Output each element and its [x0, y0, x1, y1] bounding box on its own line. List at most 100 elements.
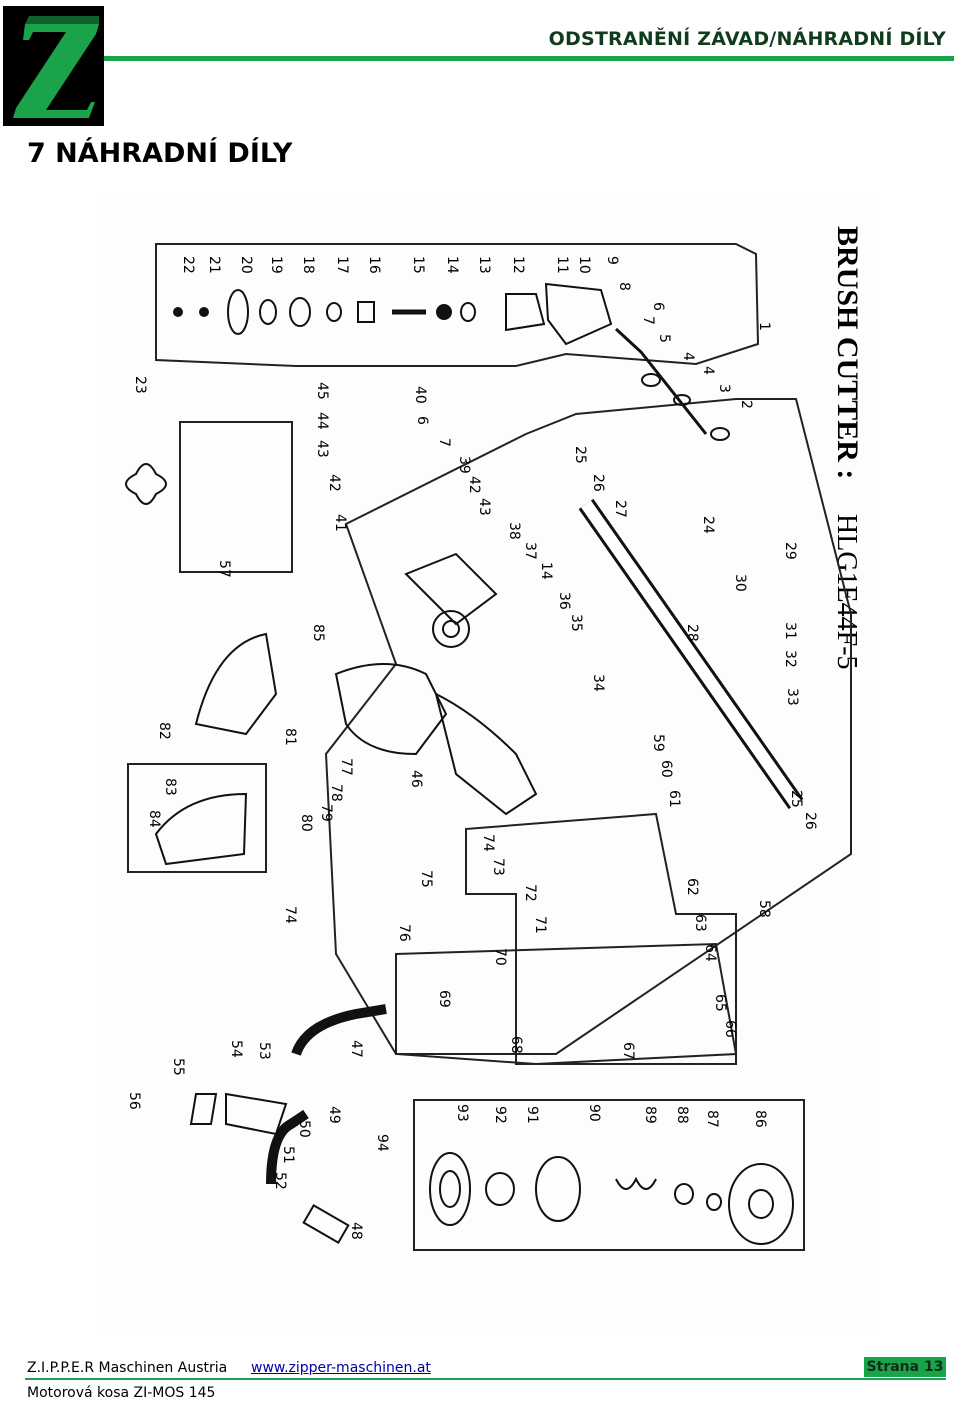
part-number-label: 42	[326, 474, 342, 492]
part-number-label: 18	[300, 256, 316, 274]
part-number-label: 11	[554, 256, 570, 274]
part-number-label: 39	[456, 456, 472, 474]
part-number-label: 51	[280, 1146, 296, 1164]
part-number-label: 45	[314, 382, 330, 400]
part-number-label: 3	[716, 384, 732, 393]
part-number-label: 23	[132, 376, 148, 394]
part-number-label: 50	[296, 1120, 312, 1138]
part-number-label: 76	[396, 924, 412, 942]
part-number-label: 30	[732, 574, 748, 592]
part-number-label: 46	[408, 770, 424, 788]
part-number-label: 84	[146, 810, 162, 828]
part-number-label: 21	[206, 256, 222, 274]
part-number-label: 87	[704, 1110, 720, 1128]
part-number-label: 60	[658, 760, 674, 778]
gear-head-parts	[173, 282, 730, 441]
part-number-label: 93	[454, 1104, 470, 1122]
part-number-label: 27	[612, 500, 628, 518]
part-number-label: 6	[414, 416, 430, 425]
cutting-head-parts	[429, 1152, 794, 1245]
part-number-label: 4	[680, 352, 696, 361]
part-number-label: 64	[702, 944, 718, 962]
part-number-label: 2	[738, 400, 754, 409]
part-number-label: 68	[508, 1036, 524, 1054]
part-number-label: 71	[532, 916, 548, 934]
part-number-label: 72	[522, 884, 538, 902]
part-number-label: 74	[282, 906, 298, 924]
section-title: 7 NÁHRADNÍ DÍLY	[27, 138, 293, 169]
part-number-label: 37	[522, 542, 538, 560]
part-number-label: 24	[700, 516, 716, 534]
part-number-label: 13	[476, 256, 492, 274]
diagram-heading: BRUSH CUTTER :	[831, 226, 864, 479]
part-number-label: 32	[782, 650, 798, 668]
part-number-label: 80	[298, 814, 314, 832]
zipper-logo-icon	[3, 6, 104, 126]
drive-shaft	[578, 498, 804, 810]
page-number-badge: Strana 13	[864, 1357, 946, 1377]
part-number-label: 25	[788, 790, 804, 808]
part-number-label: 83	[162, 778, 178, 796]
part-number-label: 38	[506, 522, 522, 540]
part-number-label: 59	[650, 734, 666, 752]
part-number-label: 86	[752, 1110, 768, 1128]
part-number-label: 90	[586, 1104, 602, 1122]
part-number-label: 33	[784, 688, 800, 706]
part-number-label: 78	[328, 784, 344, 802]
part-number-label: 8	[616, 282, 632, 291]
part-number-label: 42	[466, 476, 482, 494]
parts-diagram-svg: BRUSH CUTTER : HLG1E44F-5	[125, 226, 864, 1251]
part-number-label: 19	[268, 256, 284, 274]
part-number-label: 14	[538, 562, 554, 580]
part-number-label: 43	[314, 440, 330, 458]
part-number-label: 28	[684, 624, 700, 642]
part-number-label: 20	[238, 256, 254, 274]
part-number-label: 17	[334, 256, 350, 274]
part-number-label: 65	[712, 994, 728, 1012]
part-number-label: 74	[480, 834, 496, 852]
part-number-label: 54	[228, 1040, 244, 1058]
part-number-label: 82	[156, 722, 172, 740]
part-number-label: 66	[722, 1020, 738, 1038]
header-title: ODSTRANĚNÍ ZÁVAD/NÁHRADNÍ DÍLY	[548, 28, 946, 50]
company-logo	[3, 6, 104, 126]
part-number-label: 57	[216, 560, 232, 578]
footer-divider	[25, 1378, 946, 1380]
part-number-label: 79	[318, 804, 334, 822]
part-number-label: 89	[642, 1106, 658, 1124]
part-number-label: 44	[314, 412, 330, 430]
part-number-label: 40	[412, 386, 428, 404]
diagram-model: HLG1E44F-5	[831, 514, 862, 670]
part-number-label: 36	[556, 592, 572, 610]
part-number-label: 85	[310, 624, 326, 642]
part-number-label: 73	[490, 858, 506, 876]
part-number-label: 62	[684, 878, 700, 896]
part-number-label: 56	[126, 1092, 142, 1110]
part-number-label: 94	[374, 1134, 390, 1152]
part-number-label: 55	[170, 1058, 186, 1076]
part-number-label: 58	[756, 900, 772, 918]
part-number-label: 69	[436, 990, 452, 1008]
part-number-label: 14	[444, 256, 460, 274]
header-divider	[104, 56, 954, 61]
part-number-label: 12	[510, 256, 526, 274]
part-number-label: 61	[666, 790, 682, 808]
footer-company: Z.I.P.P.E.R Maschinen Austria	[27, 1360, 228, 1376]
part-number-label: 29	[782, 542, 798, 560]
part-number-label: 75	[418, 870, 434, 888]
part-number-label: 26	[590, 474, 606, 492]
part-number-label: 81	[282, 728, 298, 746]
part-number-label: 10	[576, 256, 592, 274]
footer-website-link[interactable]: www.zipper-maschinen.at	[251, 1360, 431, 1376]
part-number-label: 88	[674, 1106, 690, 1124]
part-number-label: 47	[348, 1040, 364, 1058]
guard-assembly	[125, 463, 278, 866]
part-number-label: 22	[180, 256, 196, 274]
part-number-label: 7	[640, 316, 656, 325]
part-number-label: 9	[604, 256, 620, 265]
part-number-label: 35	[568, 614, 584, 632]
part-number-label: 5	[656, 334, 672, 343]
